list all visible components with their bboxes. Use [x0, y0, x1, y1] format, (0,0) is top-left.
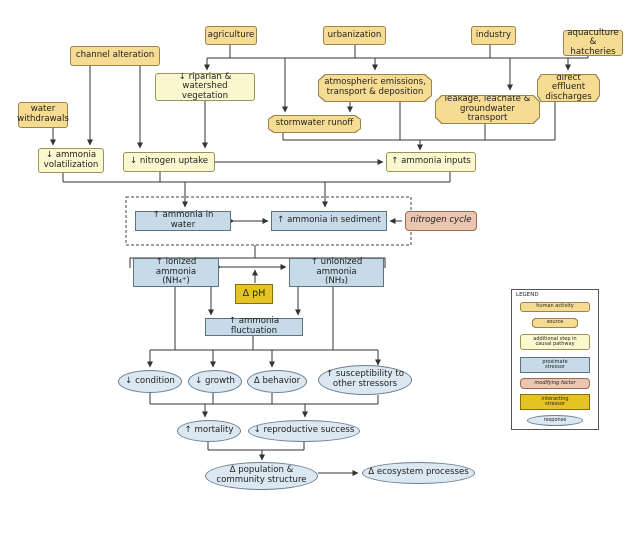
- growth-response: ↓ growth: [188, 370, 242, 393]
- legend-source: source: [532, 318, 578, 328]
- legend-proximate-stressor: proximate stressor: [520, 357, 590, 373]
- urbanization-node: urbanization: [323, 26, 386, 45]
- legend-source-label: source: [533, 319, 577, 327]
- stormwater-label: stormwater runoff: [269, 116, 360, 132]
- ammonia-in-water-node: ↑ ammonia in water: [135, 211, 231, 231]
- behavior-response: Δ behavior: [247, 370, 307, 393]
- riparian-vegetation-node: ↓ riparian & watershed vegetation: [155, 72, 255, 101]
- legend: LEGEND human activity source additional …: [511, 289, 599, 430]
- nitrogen-uptake-node: ↓ nitrogen uptake: [123, 152, 215, 172]
- legend-modifying-factor: modifying factor: [520, 378, 590, 389]
- direct-effluent-discharges-node: direct effluent discharges: [537, 74, 600, 102]
- nitrogen-cycle-node: nitrogen cycle: [405, 211, 477, 231]
- water-withdrawals-node: water withdrawals: [17, 102, 69, 128]
- legend-additional-step: additional step in causal pathway: [520, 334, 590, 350]
- legend-interacting-stressor: interacting stressor: [520, 394, 590, 410]
- ammonia-in-sediment-node: ↑ ammonia in sediment: [271, 211, 387, 231]
- legend-response: response: [527, 415, 583, 426]
- direct-effluent-label: direct effluent discharges: [538, 75, 599, 101]
- mortality-response: ↑ mortality: [177, 420, 241, 442]
- leakage-leachate-node: leakage, leachate & groundwater transpor…: [435, 95, 540, 124]
- aquaculture-hatcheries-node: aquaculture & hatcheries: [563, 28, 623, 57]
- population-community-response: Δ population & community structure: [205, 462, 318, 490]
- ionized-ammonia-node: ↑ ionized ammonia (NH₄⁺): [133, 257, 219, 287]
- ecosystem-processes-response: Δ ecosystem processes: [362, 462, 475, 484]
- atmospheric-emissions-node: atmospheric emissions, transport & depos…: [318, 74, 432, 102]
- stormwater-runoff-node: stormwater runoff: [268, 115, 361, 133]
- ammonia-inputs-node: ↑ ammonia inputs: [386, 152, 476, 172]
- legend-human-activity: human activity: [520, 302, 590, 312]
- legend-title: LEGEND: [516, 292, 539, 298]
- ammonia-volatilization-node: ↓ ammonia volatilization: [38, 148, 104, 173]
- unionized-ammonia-node: ↑ unionized ammonia (NH₃): [289, 257, 384, 287]
- agriculture-node: agriculture: [205, 26, 257, 45]
- industry-node: industry: [471, 26, 516, 45]
- reproductive-success-response: ↓ reproductive success: [248, 420, 360, 442]
- channel-alteration-node: channel alteration: [70, 46, 160, 66]
- ammonia-fluctuation-node: ↑ ammonia fluctuation: [205, 317, 303, 336]
- delta-ph-node: Δ pH: [235, 284, 273, 304]
- condition-response: ↓ condition: [118, 370, 182, 393]
- leakage-label: leakage, leachate & groundwater transpor…: [436, 96, 539, 123]
- susceptibility-response: ↑ susceptibility to other stressors: [318, 365, 412, 395]
- atmospheric-emissions-label: atmospheric emissions, transport & depos…: [319, 75, 431, 101]
